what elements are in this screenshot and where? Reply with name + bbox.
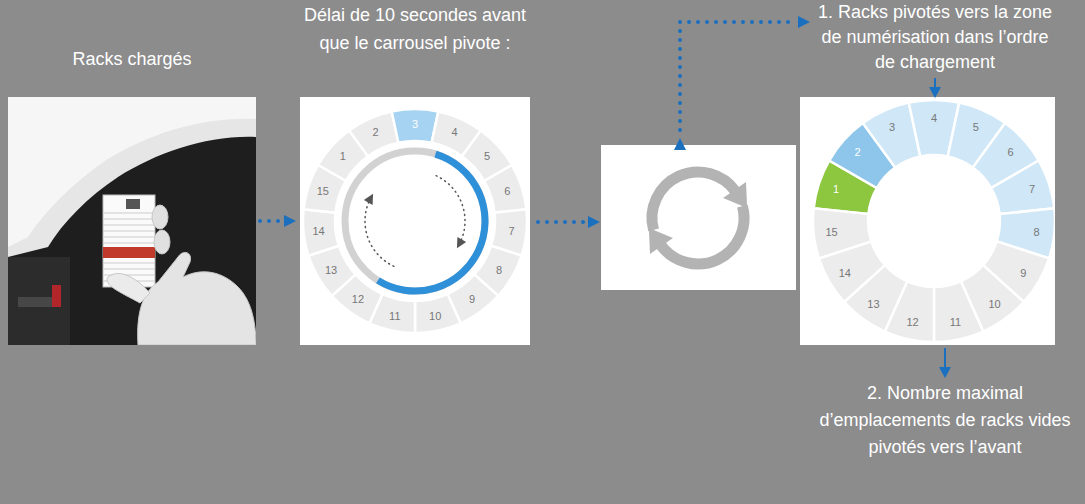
slide-band <box>103 247 155 258</box>
slot-number: 13 <box>319 263 343 277</box>
rotation-hint <box>436 176 465 242</box>
slot-number: 5 <box>964 120 988 134</box>
rotation-hint <box>365 200 394 266</box>
rack-slot <box>991 161 1054 215</box>
arrow-head <box>674 138 686 150</box>
slot-number: 6 <box>495 184 519 198</box>
arrow-head <box>929 87 941 98</box>
slot-number: 2 <box>364 125 388 139</box>
slot-number: 15 <box>820 225 844 239</box>
gloved-thumb <box>107 274 150 303</box>
step-caption: 2. Nombre maximal d’emplacements de rack… <box>814 380 1076 461</box>
slot-number: 14 <box>833 266 857 280</box>
slide-lines <box>103 213 155 281</box>
rotation-arrow-head <box>723 182 747 208</box>
timer-track <box>345 151 485 291</box>
slot-number: 3 <box>880 120 904 134</box>
slot-number: 8 <box>1024 225 1048 239</box>
slot-number: 8 <box>487 263 511 277</box>
carousel-panel <box>800 97 1055 345</box>
carousel-detail <box>52 285 61 307</box>
panel-heading: Racks chargés <box>0 45 286 73</box>
arrow-head <box>588 216 600 228</box>
rotation-hint-head <box>364 194 373 205</box>
step-caption: 1. Racks pivotés vers la zone de numéris… <box>814 0 1056 75</box>
carousel-wall <box>8 257 70 345</box>
gloved-finger <box>154 230 170 254</box>
dotted-connector <box>260 219 284 223</box>
rotation-arc <box>652 172 736 230</box>
slot-number: 10 <box>423 309 447 323</box>
slot-number: 1 <box>331 149 355 163</box>
slide-rack <box>103 195 155 287</box>
slot-number: 9 <box>1011 266 1035 280</box>
slot-number: 11 <box>383 309 407 323</box>
gloved-hand <box>138 252 256 345</box>
slot-number: 4 <box>922 111 946 125</box>
slot-number: 7 <box>499 224 523 238</box>
rack-slot <box>349 111 398 156</box>
rack-slot <box>934 281 983 342</box>
arrow-head <box>939 367 951 378</box>
rack-slot <box>392 109 439 143</box>
slot-number: 12 <box>901 315 925 329</box>
slot-number: 3 <box>403 117 427 131</box>
carousel-panel: Délai de 10 secondes avant que le carrou… <box>300 97 530 345</box>
slot-number: 7 <box>1020 182 1044 196</box>
timer-progress <box>378 154 485 291</box>
rotation-arc <box>660 206 744 264</box>
slot-number: 6 <box>999 145 1023 159</box>
photo-panel: Racks chargés <box>8 97 256 345</box>
slot-number: 12 <box>346 292 370 306</box>
gloved-finger <box>152 205 168 229</box>
photo-background <box>8 97 256 345</box>
slot-number: 5 <box>475 149 499 163</box>
rack-slot <box>304 165 346 213</box>
rotation-hint-head <box>457 237 466 248</box>
slot-number: 4 <box>442 125 466 139</box>
slot-number: 14 <box>307 224 331 238</box>
slot-number: 2 <box>845 145 869 159</box>
carousel-wheel <box>800 97 1055 345</box>
slot-number: 9 <box>460 292 484 306</box>
flow-connector <box>260 215 296 227</box>
rack-slot <box>303 209 339 255</box>
rack-tag <box>126 199 140 209</box>
rack-slot <box>415 294 461 333</box>
slot-number: 1 <box>824 182 848 196</box>
rack-slot <box>484 165 526 213</box>
rack-slot <box>813 208 871 258</box>
photo-illustration <box>8 97 256 345</box>
arrow-head <box>798 16 810 28</box>
dotted-arrow <box>538 22 796 222</box>
slot-number: 15 <box>311 184 335 198</box>
rotation-arrow-head <box>649 228 673 254</box>
pointer-line <box>934 78 936 88</box>
instrument-housing <box>8 97 256 247</box>
carousel-wheel <box>300 97 530 345</box>
pointer-line <box>944 348 946 368</box>
slot-number: 11 <box>943 315 967 329</box>
slot-number: 10 <box>983 297 1007 311</box>
panel-heading: Délai de 10 secondes avant que le carrou… <box>290 1 540 57</box>
slot-number: 13 <box>861 297 885 311</box>
arrow-head <box>284 215 296 227</box>
